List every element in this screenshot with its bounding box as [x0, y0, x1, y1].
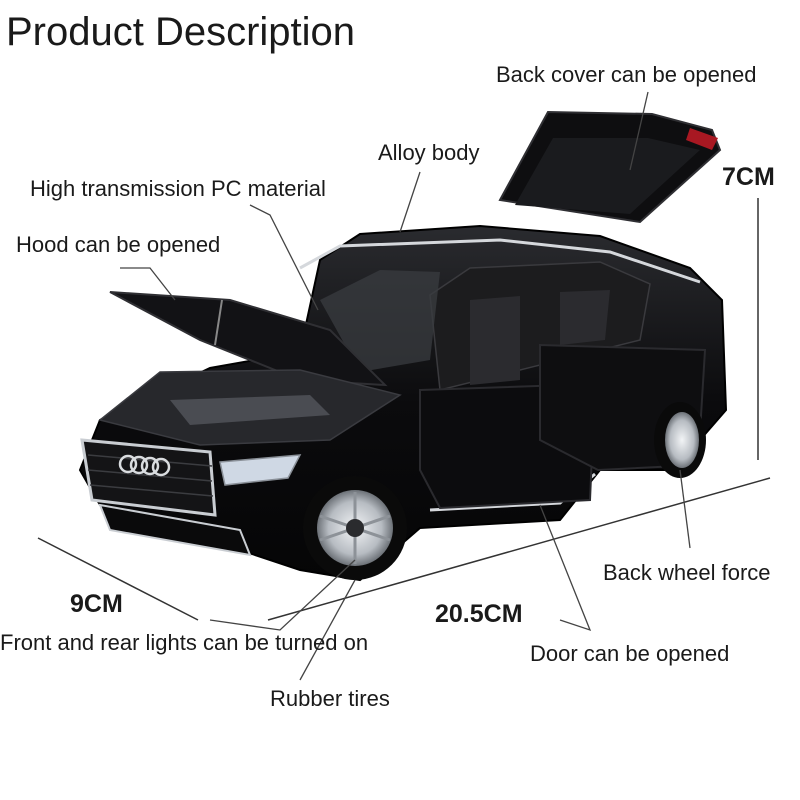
label-pc-material: High transmission PC material	[30, 176, 326, 201]
label-back-cover: Back cover can be opened	[496, 62, 757, 87]
front-wheel	[303, 476, 407, 580]
dimension-width: 9CM	[70, 590, 123, 618]
label-lights: Front and rear lights can be turned on	[0, 630, 369, 655]
back-cover-part	[498, 110, 722, 224]
callout-leader-lines	[120, 91, 691, 681]
label-tires: Rubber tires	[270, 686, 390, 711]
label-door: Door can be opened	[530, 641, 730, 666]
label-hood: Hood can be opened	[16, 232, 221, 257]
car-model	[78, 110, 728, 582]
dimension-lines	[37, 198, 771, 621]
label-alloy-body: Alloy body	[378, 140, 480, 165]
headlight	[219, 454, 302, 486]
rear-wheel	[654, 402, 706, 478]
dimension-height: 7CM	[722, 163, 775, 191]
label-back-wheel: Back wheel force	[603, 560, 771, 585]
hood-part	[109, 291, 388, 387]
logo-rings	[118, 454, 171, 477]
page-title: Product Description	[6, 10, 356, 54]
front-grille	[80, 438, 217, 517]
dimension-length: 20.5CM	[435, 600, 523, 628]
